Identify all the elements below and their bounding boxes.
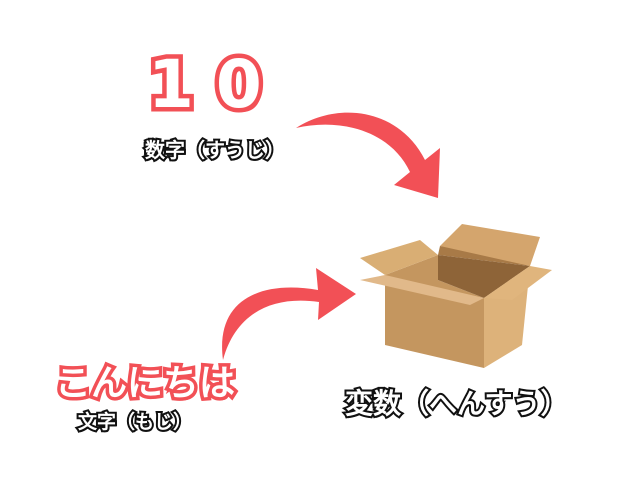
string-value: こんにちは: [51, 362, 238, 405]
arrow-string-to-box: [222, 268, 356, 360]
variable-caption: 変数（へんすう）: [343, 387, 570, 420]
arrow-number-to-box: [296, 112, 440, 198]
string-caption: 文字（もじ）: [76, 411, 194, 434]
number-caption: 数字（すうじ）: [143, 138, 287, 162]
number-value: 10: [144, 46, 284, 123]
cardboard-box-icon: [360, 224, 552, 368]
